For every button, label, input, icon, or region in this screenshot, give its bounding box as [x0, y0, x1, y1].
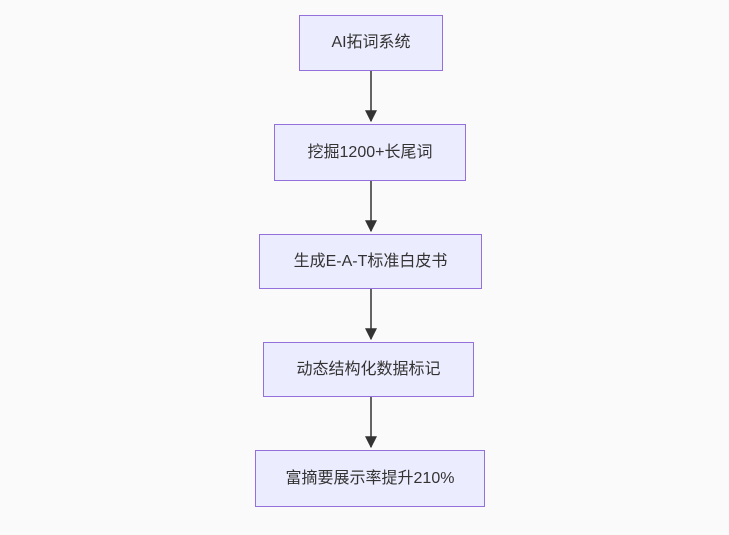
node-label: 动态结构化数据标记 [296, 360, 441, 378]
node-label: 生成E-A-T标准白皮书 [293, 252, 448, 270]
flowchart-node-longtail-mining: 挖掘1200+长尾词 [274, 124, 466, 181]
node-label: 挖掘1200+长尾词 [307, 143, 433, 161]
node-label: 富摘要展示率提升210% [285, 469, 455, 487]
flowchart-node-eat-whitepaper: 生成E-A-T标准白皮书 [259, 234, 482, 289]
node-label: AI拓词系统 [331, 34, 411, 51]
flowchart-node-structured-data-markup: 动态结构化数据标记 [263, 342, 474, 397]
flowchart-node-ai-expansion-system: AI拓词系统 [299, 15, 443, 71]
flowchart-node-rich-snippet-increase: 富摘要展示率提升210% [255, 450, 485, 507]
